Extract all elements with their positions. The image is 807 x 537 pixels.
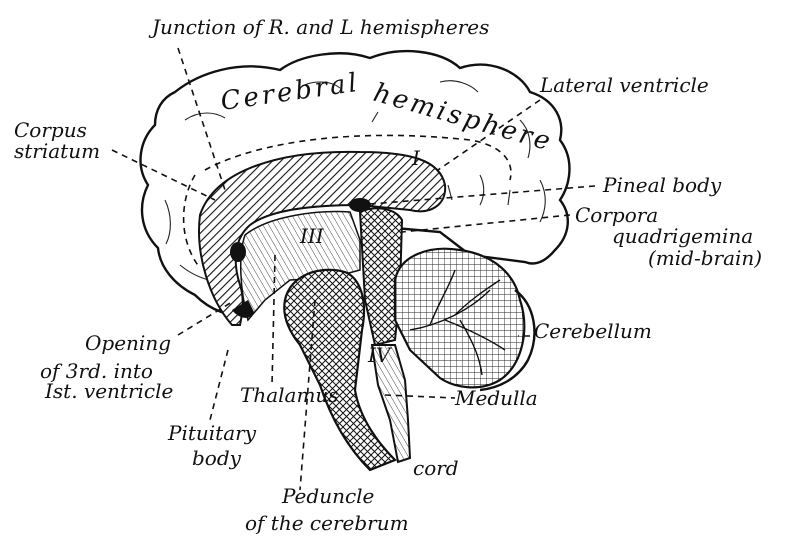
medulla-label: Medulla bbox=[454, 386, 538, 410]
thalamus-label: Thalamus bbox=[240, 383, 339, 407]
junction-label: Junction of R. and L hemispheres bbox=[148, 15, 489, 39]
cerebellum bbox=[395, 249, 524, 388]
opening-label-1: Opening bbox=[85, 331, 171, 355]
pituitary-label-1: Pituitary bbox=[167, 421, 257, 445]
peduncle-label-2: of the cerebrum bbox=[245, 511, 409, 535]
numeral-three: III bbox=[299, 224, 325, 248]
pituitary-label-2: body bbox=[192, 446, 242, 470]
corpora-label-3: (mid-brain) bbox=[648, 246, 762, 270]
cerebral-label: Cerebral bbox=[219, 68, 362, 117]
corpus-striatum bbox=[230, 242, 246, 262]
corpora-label-2: quadrigemina bbox=[612, 224, 753, 248]
numeral-four: IV bbox=[367, 343, 393, 367]
pineal-body bbox=[349, 198, 371, 212]
cord-label: cord bbox=[413, 456, 459, 480]
numeral-one: I bbox=[411, 146, 421, 170]
pineal-label: Pineal body bbox=[602, 173, 722, 197]
corpus-label-2: striatum bbox=[14, 139, 100, 163]
lateral-ventricle-label: Lateral ventricle bbox=[539, 73, 709, 97]
opening-label-3: Ist. ventricle bbox=[44, 379, 173, 403]
cerebellum-label: Cerebellum bbox=[534, 319, 652, 343]
peduncle-label-1: Peduncle bbox=[281, 484, 374, 508]
